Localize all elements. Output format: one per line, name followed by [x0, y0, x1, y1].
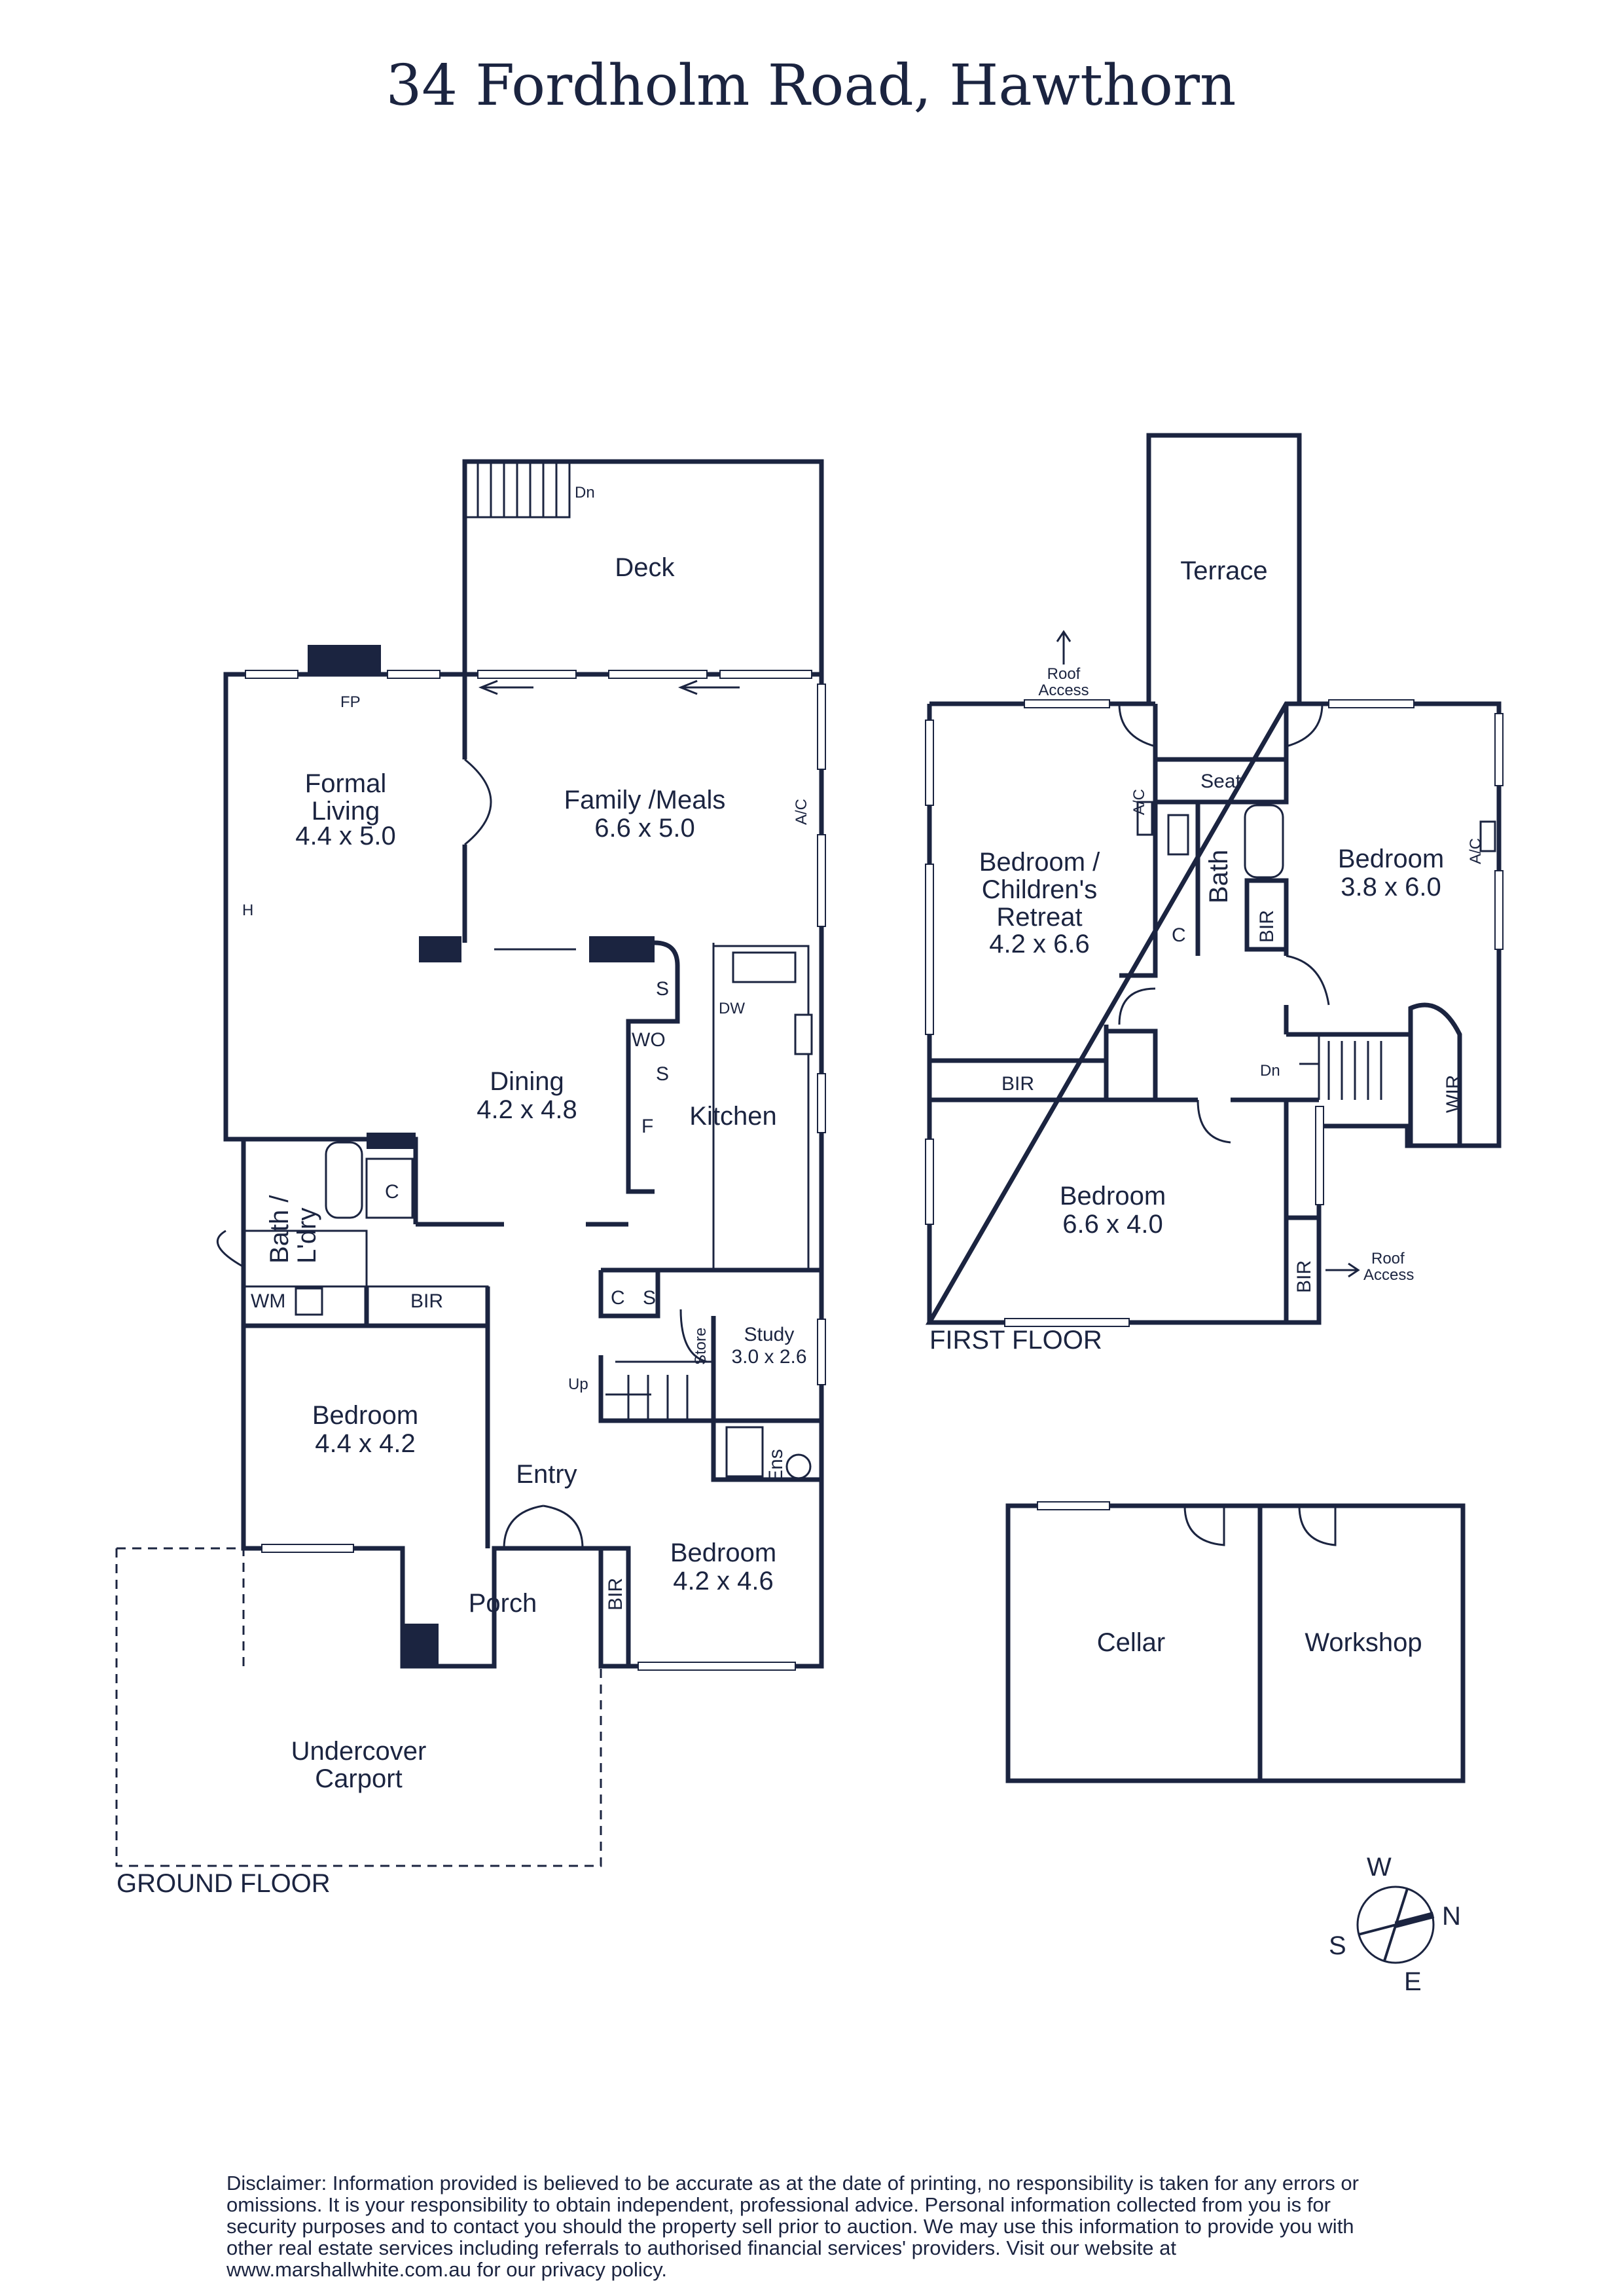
compass-n: N: [1442, 1902, 1461, 1931]
s-label-3: S: [643, 1287, 656, 1309]
room-study-dims: 3.0 x 2.6: [731, 1346, 806, 1368]
ac-label-retreat: A/C: [1130, 789, 1148, 815]
room-bedroom-f2-name: Bedroom: [1060, 1182, 1166, 1211]
s-label-2: S: [656, 1063, 669, 1085]
wo-label: WO: [632, 1029, 666, 1051]
fridge-label: F: [641, 1116, 653, 1137]
ac-label-bedroom-f1: A/C: [1467, 838, 1485, 864]
room-bedroom-f1-dims: 3.8 x 6.0: [1341, 873, 1441, 902]
room-entry: Entry: [516, 1460, 577, 1489]
room-kitchen: Kitchen: [689, 1102, 776, 1131]
bath-label-first: Bath: [1204, 850, 1233, 903]
cupboard-label-bath: C: [385, 1181, 399, 1203]
room-bedroom-g2-name: Bedroom: [670, 1539, 776, 1567]
first-floor-label: FIRST FLOOR: [929, 1326, 1102, 1355]
room-bath-laundry: Bath /L'dry: [265, 1195, 321, 1264]
bir-label-g1: BIR: [410, 1290, 443, 1312]
room-bedroom-g1-dims: 4.4 x 4.2: [315, 1429, 415, 1458]
room-bedroom-f2-dims: 6.6 x 4.0: [1062, 1210, 1162, 1239]
compass-w: W: [1367, 1853, 1392, 1882]
dishwasher-label: DW: [719, 1000, 745, 1017]
room-terrace: Terrace: [1180, 556, 1267, 585]
s-label-1: S: [656, 978, 669, 1000]
room-formal-living-dims: 4.4 x 5.0: [295, 822, 395, 850]
room-deck: Deck: [615, 553, 675, 582]
cupboard-label-entry: C: [611, 1287, 625, 1309]
room-porch: Porch: [469, 1589, 537, 1618]
stair-down-label-first: Dn: [1260, 1062, 1280, 1080]
room-cellar: Cellar: [1097, 1628, 1165, 1657]
compass-s: S: [1329, 1931, 1346, 1960]
room-dining-dims: 4.2 x 4.8: [477, 1095, 577, 1124]
room-family-meals-dims: 6.6 x 5.0: [594, 814, 694, 843]
ac-label-family: A/C: [793, 799, 810, 825]
first-floor: [925, 433, 1504, 1327]
room-workshop: Workshop: [1305, 1628, 1422, 1657]
compass-icon: [1356, 1886, 1435, 1964]
room-study-name: Study: [744, 1324, 795, 1345]
ground-floor-label: GROUND FLOOR: [117, 1869, 331, 1898]
heater-label: H: [242, 902, 253, 919]
bir-label-f2: BIR: [1293, 1260, 1315, 1293]
room-bedroom-g1-name: Bedroom: [312, 1401, 418, 1430]
wir-label: WIR: [1443, 1075, 1464, 1113]
washing-machine-label: WM: [251, 1290, 285, 1312]
stair-down-label-deck: Dn: [575, 484, 595, 501]
cellar-workshop: [1005, 1501, 1466, 1783]
store-label: Store: [692, 1328, 710, 1365]
room-retreat-dims: 4.2 x 6.6: [989, 930, 1089, 958]
stair-up-label: Up: [568, 1376, 588, 1393]
disclaimer-text: Disclaimer: Information provided is beli…: [226, 2172, 1359, 2281]
room-bedroom-f1-name: Bedroom: [1338, 845, 1444, 873]
room-dining-name: Dining: [490, 1067, 564, 1096]
ensuite-label: Ens: [765, 1449, 787, 1483]
bir-label-g2: BIR: [605, 1578, 626, 1611]
compass-e: E: [1404, 1967, 1422, 1996]
room-bedroom-g2-dims: 4.2 x 4.6: [673, 1567, 773, 1595]
fireplace-label: FP: [340, 693, 361, 711]
cupboard-label-first: C: [1172, 924, 1186, 946]
room-family-meals-name: Family /Meals: [564, 786, 726, 814]
ground-floor: [115, 459, 826, 1867]
seat-label: Seat: [1200, 771, 1241, 792]
bir-label-retreat: BIR: [1001, 1073, 1034, 1095]
property-title: 34 Fordholm Road, Hawthorn: [386, 53, 1236, 118]
bir-label-f1: BIR: [1256, 910, 1278, 943]
